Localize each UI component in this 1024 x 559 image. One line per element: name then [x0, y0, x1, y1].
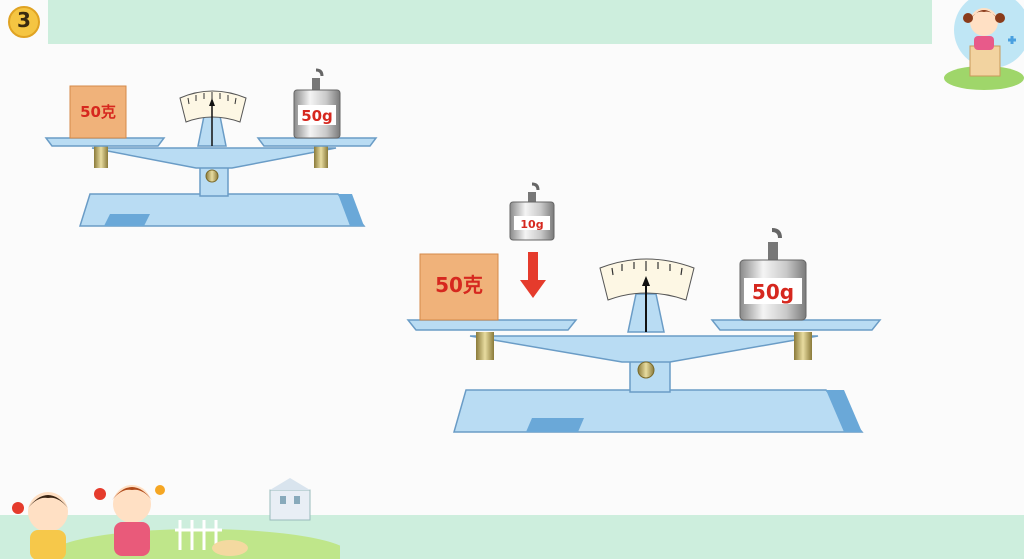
scale-large-right-post	[794, 332, 812, 360]
top-band	[48, 0, 932, 44]
slide-number-badge: 3	[4, 2, 42, 40]
scale-small-left-post	[94, 146, 108, 168]
scale-small-left-pan	[44, 137, 166, 147]
scale-small-right-pan	[256, 137, 378, 147]
scale-large-block-label: 50克	[435, 273, 483, 297]
scale-small-block-label: 50克	[80, 103, 116, 121]
scale-large-foot	[526, 418, 584, 432]
scale-small-block: 50克	[69, 85, 127, 139]
scale-small-foot	[104, 214, 150, 226]
added-weight: 10g	[509, 182, 555, 241]
scale-large: 50克 50g 10g	[406, 182, 882, 433]
scale-small: 50克 50g	[44, 68, 378, 227]
scale-large-weight: 50g	[739, 228, 807, 321]
scale-small-right-post	[314, 146, 328, 168]
scale-large-beam	[469, 335, 819, 363]
scale-large-base-shadow	[826, 390, 862, 432]
girl-mascot-icon	[944, 0, 1024, 90]
scale-small-base-shadow	[338, 194, 364, 226]
slide-number: 3	[17, 8, 31, 32]
scale-large-left-pan	[406, 319, 578, 331]
scale-large-base	[453, 389, 864, 433]
children-illustration	[12, 478, 340, 559]
scale-large-pivot	[637, 361, 655, 379]
down-arrow-icon	[520, 252, 546, 298]
scale-small-beam	[91, 147, 337, 169]
scale-small-weight-label: 50g	[301, 107, 333, 125]
scale-large-right-pan	[710, 319, 882, 331]
scale-small-weight: 50g	[293, 68, 341, 139]
scale-large-block: 50克	[419, 253, 499, 321]
scale-large-left-post	[476, 332, 494, 360]
scale-large-weight-label: 50g	[752, 280, 794, 304]
scale-small-pivot	[205, 169, 219, 183]
badge-circle	[8, 6, 40, 38]
added-weight-label: 10g	[520, 218, 543, 231]
scale-small-dial	[179, 90, 247, 123]
